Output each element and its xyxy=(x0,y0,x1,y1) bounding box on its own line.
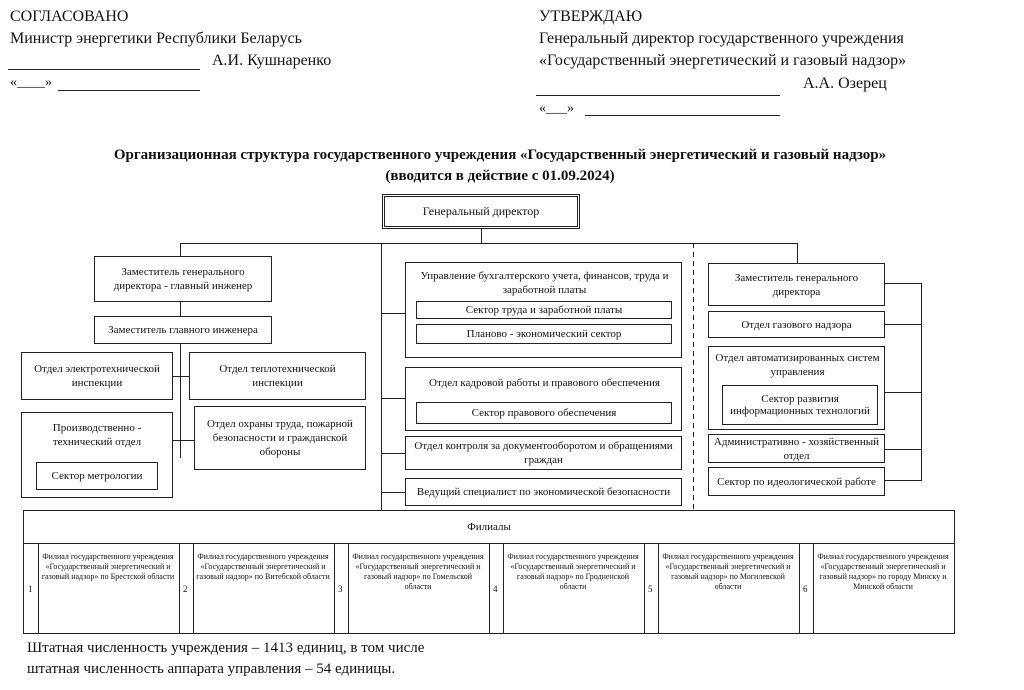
approval-right-date: «___» xyxy=(539,101,574,116)
branch-number-separator xyxy=(38,543,39,633)
branches-title: Филиалы xyxy=(467,521,511,533)
branch-number: 4 xyxy=(493,584,498,594)
deputy-director-box: Заместитель генерального директора xyxy=(708,263,885,306)
ideology-sector-box: Сектор по идеологической работе xyxy=(708,467,885,496)
branch-number-separator xyxy=(658,543,659,633)
planning-sector-box: Планово - экономический сектор xyxy=(416,324,672,344)
connector-line xyxy=(381,243,382,511)
staff-count-management: штатная численность аппарата управления … xyxy=(27,661,396,677)
approval-left-date: «____» xyxy=(10,75,52,90)
signature-line xyxy=(536,95,780,96)
connector-line xyxy=(885,283,922,284)
connector-line xyxy=(885,392,922,393)
staff-count-total: Штатная численность учреждения – 1413 ед… xyxy=(27,640,425,656)
connector-line xyxy=(180,243,181,256)
branch-number: 2 xyxy=(183,584,188,594)
approval-left-position: Министр энергетики Республики Беларусь xyxy=(10,30,302,47)
connector-line xyxy=(173,376,189,377)
connector-line xyxy=(381,398,405,399)
connector-line xyxy=(180,302,181,316)
date-line xyxy=(58,90,200,91)
it-sector-box: Сектор развития информационных технологи… xyxy=(722,385,878,425)
branch-item: Филиал государственного учреждения «Госу… xyxy=(662,552,794,591)
branch-divider xyxy=(179,543,180,633)
connector-line xyxy=(797,243,798,263)
connector-line xyxy=(381,313,405,314)
signature-line xyxy=(8,69,200,70)
branch-number: 6 xyxy=(803,584,808,594)
connector-line xyxy=(180,243,798,244)
admin-dept-box: Административно - хозяйственный отдел xyxy=(708,434,885,463)
date-line xyxy=(585,115,780,116)
connector-line xyxy=(381,492,405,493)
deputy-chief-engineer-2-box: Заместитель главного инженера xyxy=(94,316,272,344)
approval-right-name: А.А. Озерец xyxy=(803,75,887,92)
branch-item: Филиал государственного учреждения «Госу… xyxy=(196,552,330,581)
branch-item: Филиал государственного учреждения «Госу… xyxy=(507,552,639,591)
general-director-box: Генеральный директор xyxy=(382,194,580,229)
document-title: Организационная структура государственно… xyxy=(113,147,887,163)
connector-line xyxy=(885,480,922,481)
approval-right-title: УТВЕРЖДАЮ xyxy=(539,8,643,25)
branch-number: 5 xyxy=(648,584,653,594)
connector-line xyxy=(921,283,922,480)
document-subtitle: (вводится в действие с 01.09.2024) xyxy=(385,168,615,184)
branch-divider xyxy=(799,543,800,633)
branch-number-separator xyxy=(503,543,504,633)
branch-number: 1 xyxy=(28,584,33,594)
heattech-dept-box: Отдел теплотехнической инспекции xyxy=(189,352,366,400)
legal-sector-box: Сектор правового обеспечения xyxy=(416,402,672,424)
connector-line xyxy=(885,324,922,325)
branch-number: 3 xyxy=(338,584,343,594)
doc-control-dept-box: Отдел контроля за документооборотом и об… xyxy=(405,436,682,470)
branch-divider xyxy=(334,543,335,633)
connector-line xyxy=(180,344,181,458)
branch-divider xyxy=(644,543,645,633)
connector-line xyxy=(381,453,405,454)
metrology-sector-box: Сектор метрологии xyxy=(36,462,158,490)
branch-item: Филиал государственного учреждения «Госу… xyxy=(41,552,175,581)
approval-left-title: СОГЛАСОВАНО xyxy=(10,8,129,25)
accounting-dept-label: Управление бухгалтерского учета, финансо… xyxy=(420,270,669,296)
branch-item: Филиал государственного учреждения «Госу… xyxy=(352,552,484,591)
safety-dept-box: Отдел охраны труда, пожарной безопасност… xyxy=(194,406,366,470)
branches-box: Филиалы 1 Филиал государственного учрежде… xyxy=(23,510,955,634)
labor-sector-box: Сектор труда и заработной платы xyxy=(416,301,672,319)
connector-line xyxy=(481,228,482,244)
lead-security-specialist-box: Ведущий специалист по экономической безо… xyxy=(405,478,682,506)
branch-number-separator xyxy=(813,543,814,633)
asu-dept-label: Отдел автоматизированных систем управлен… xyxy=(715,352,880,378)
electrotech-dept-box: Отдел электротехнической инспекции xyxy=(21,352,173,400)
branch-number-separator xyxy=(193,543,194,633)
branch-divider xyxy=(489,543,490,633)
branch-number-separator xyxy=(348,543,349,633)
approval-right-position-2: «Государственный энергетический и газовы… xyxy=(539,52,907,69)
approval-right-position-1: Генеральный директор государственного уч… xyxy=(539,30,904,47)
hr-dept-label: Отдел кадровой работы и правового обеспе… xyxy=(429,377,660,389)
approval-left-name: А.И. Кушнаренко xyxy=(212,52,332,69)
production-dept-label: Производственно - технический отдел xyxy=(52,422,142,448)
connector-line-dashed xyxy=(693,243,694,511)
deputy-chief-engineer-box: Заместитель генерального директора - гла… xyxy=(94,256,272,302)
branch-item: Филиал государственного учреждения «Госу… xyxy=(817,552,949,591)
connector-line xyxy=(885,449,922,450)
gas-dept-box: Отдел газового надзора xyxy=(708,311,885,338)
connector-line xyxy=(173,440,194,441)
